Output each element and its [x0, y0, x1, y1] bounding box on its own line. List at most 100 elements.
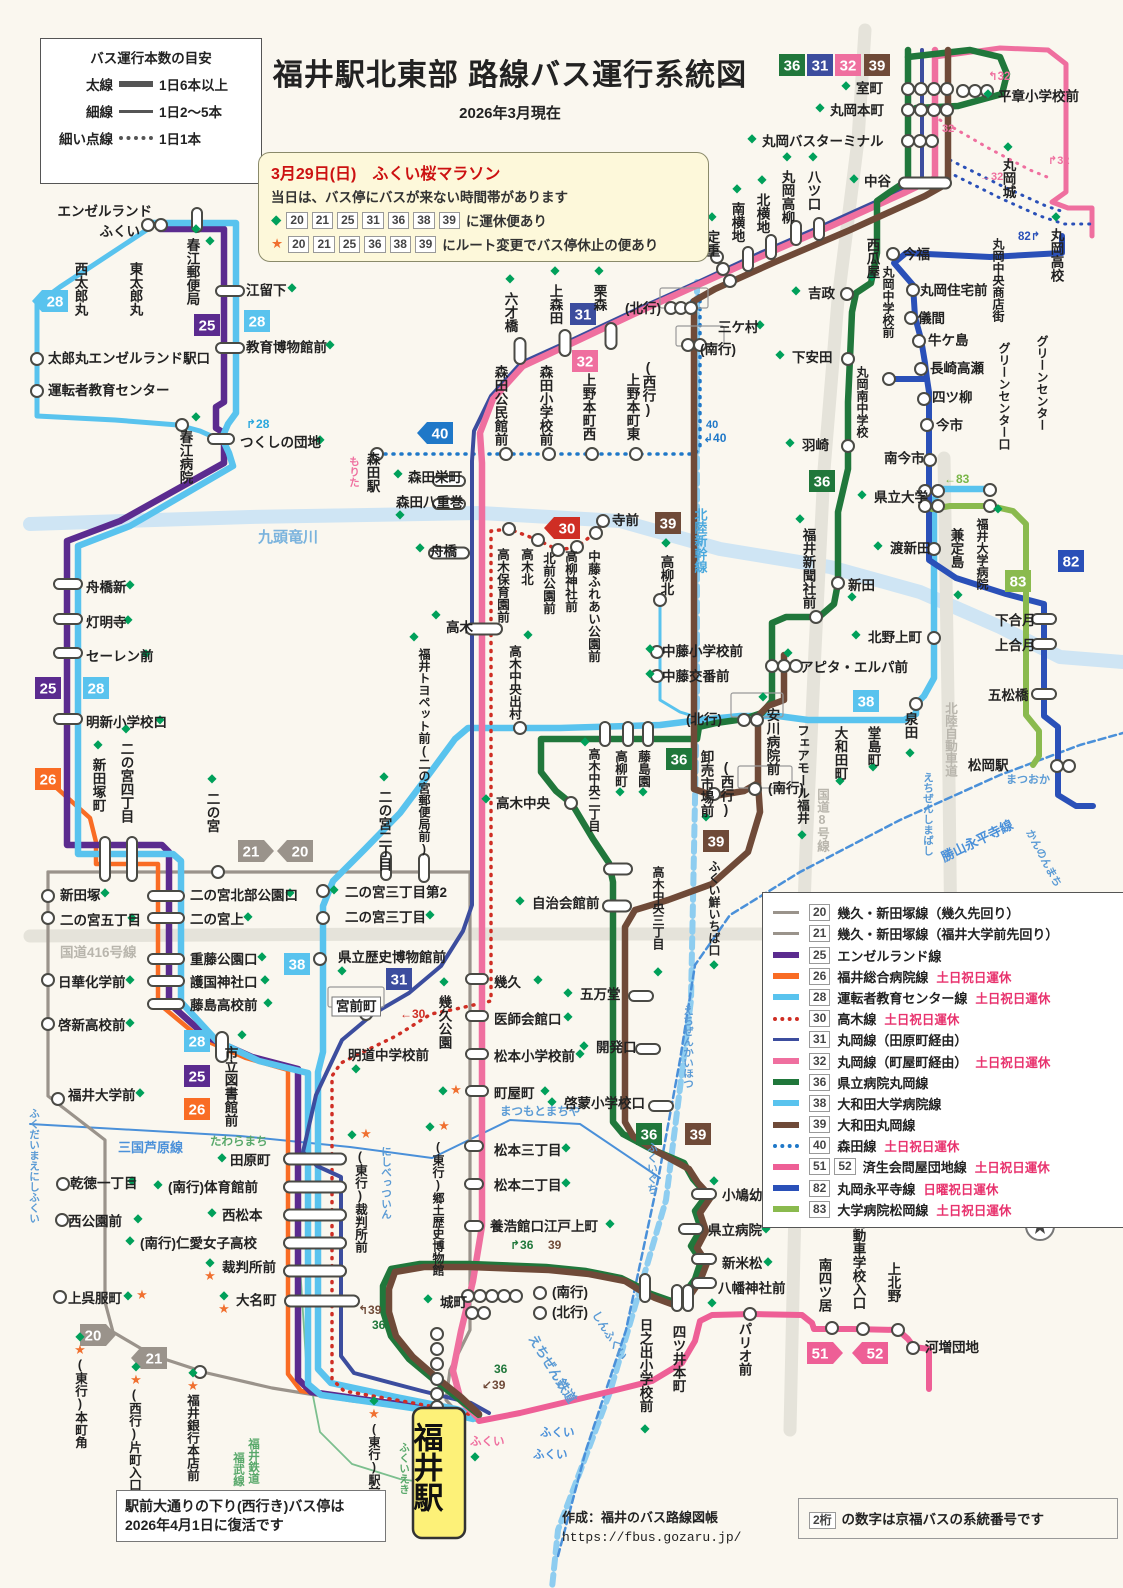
diamond-icon: ◆ — [285, 885, 295, 899]
stop-label: 上呉服町 — [68, 1291, 122, 1306]
stop-label: 高木北 — [519, 547, 534, 586]
stop-label: えちぜんかいほつ — [682, 1005, 694, 1089]
route-badge-number: 28 — [47, 294, 64, 311]
bus-stop — [653, 593, 667, 607]
page-title: 福井駅北東部 路線バス運行系統図 — [272, 59, 748, 92]
diamond-icon: ◆ — [797, 827, 807, 841]
bus-stop — [497, 1289, 511, 1303]
route-badge-arrow — [852, 1342, 888, 1364]
route-chip: 20 — [286, 211, 308, 229]
legend-row-28: 28 運転者教育センター線 土日祝日運休 — [773, 988, 1123, 1007]
route-swatch — [773, 1163, 799, 1170]
route-swatch — [773, 994, 799, 1001]
route-badge — [570, 303, 596, 325]
route-swatch — [773, 1079, 799, 1086]
stop-label: 藤島高校前 — [190, 997, 258, 1013]
stop-label: 国道416号線 — [60, 944, 137, 960]
stop-label: 南横地 — [730, 201, 746, 244]
diamond-icon: ◆ — [263, 995, 273, 1009]
bus-stop — [53, 1290, 67, 1304]
bus-stop — [628, 990, 654, 1002]
bus-stop — [691, 1253, 717, 1265]
bus-stop — [1050, 759, 1064, 773]
route-badge-number: 30 — [559, 521, 576, 538]
stop-label: 八ツ口 — [806, 170, 823, 211]
route-badge-arrow — [80, 1324, 116, 1346]
bus-stop — [980, 84, 994, 98]
stop-label: まつもとまちや — [500, 1105, 580, 1118]
diamond-icon: ◆ — [205, 233, 215, 247]
bus-stop — [41, 889, 55, 903]
route-chip: 38 — [389, 235, 411, 253]
stop-label: 六才橋 — [503, 291, 519, 334]
bus-stop — [147, 953, 185, 965]
stop-label: 幾久公園 — [437, 994, 453, 1051]
bus-stop — [650, 669, 664, 683]
diamond-icon: ◆ — [645, 666, 655, 680]
diamond-icon: ◆ — [795, 511, 805, 525]
star-icon: ★ — [204, 1268, 216, 1283]
stop-label: 宮前町 — [336, 998, 377, 1014]
stop-label: 82↱ — [1018, 231, 1040, 243]
stop-label: ↱32 — [1048, 155, 1069, 167]
route-badge — [184, 1098, 210, 1120]
bus-stop — [283, 1236, 347, 1250]
diamond-icon: ◆ — [287, 280, 297, 294]
bus-stop — [51, 1092, 65, 1106]
bus-stop — [886, 247, 900, 261]
stop-label: ふくい — [100, 224, 141, 239]
bus-stop — [215, 285, 245, 297]
bus-stop — [370, 447, 384, 461]
diamond-icon: ◆ — [993, 501, 1003, 515]
stop-label: 田原町 — [230, 1153, 271, 1168]
mikuni-awara-rail — [29, 1119, 661, 1179]
diamond-icon: ◆ — [758, 689, 768, 703]
bus-stop — [742, 246, 754, 272]
bus-stop — [55, 1213, 69, 1227]
bus-stop — [551, 543, 565, 557]
bus-stop — [53, 647, 83, 659]
bus-stop — [99, 836, 111, 882]
bus-stop — [126, 836, 138, 882]
bus-stop — [901, 134, 915, 148]
stop-label: 福井鉄道 — [247, 1437, 261, 1485]
diamond-icon: ◆ — [615, 784, 625, 798]
route-badge — [835, 54, 861, 76]
diamond-icon: ◆ — [188, 1365, 198, 1379]
route-badge-arrow — [131, 1347, 167, 1369]
bus-stop — [513, 721, 527, 735]
diamond-icon: ◆ — [732, 181, 742, 195]
diamond-icon: ◆ — [707, 209, 717, 223]
stop-label: 太郎丸エンゼルランド駅口 — [48, 350, 210, 366]
bus-stop — [602, 899, 632, 913]
diamond-icon: ◆ — [579, 1038, 589, 1052]
route-badge — [244, 310, 270, 332]
bus-stop — [380, 851, 392, 881]
route-badge-number: 82 — [1063, 554, 1080, 571]
bus-stop — [558, 329, 572, 357]
bus-stop — [430, 1387, 444, 1401]
route-chip: 25 — [338, 235, 361, 253]
stop-label: パリオ前 — [737, 1322, 753, 1378]
stop-label: ふくい — [470, 1435, 505, 1448]
route-badge-number: 39 — [690, 1127, 707, 1144]
route-chip: 36 — [364, 235, 386, 253]
route-badge-number: 31 — [812, 58, 829, 75]
stop-label: かんのんまち — [1023, 828, 1063, 889]
bus-stop — [927, 542, 941, 556]
route-swatch — [773, 1143, 799, 1148]
bus-stop — [983, 499, 997, 513]
route-badge-number: 32 — [577, 354, 594, 371]
line-swatch — [119, 81, 153, 87]
stop-label: 南今市 — [884, 450, 925, 466]
diamond-icon: ◆ — [755, 317, 765, 331]
star-icon: ★ — [187, 1378, 199, 1393]
star-icon: ★ — [360, 1126, 372, 1141]
stop-label: 平章小学校前 — [998, 88, 1079, 104]
stop-label: 啓新高校前 — [58, 1017, 126, 1033]
stop-label: 中藤交番前 — [662, 668, 730, 684]
bus-stop — [603, 862, 633, 876]
stop-label: 県立大学 — [874, 489, 928, 505]
route-badge-number: 52 — [867, 1346, 884, 1363]
